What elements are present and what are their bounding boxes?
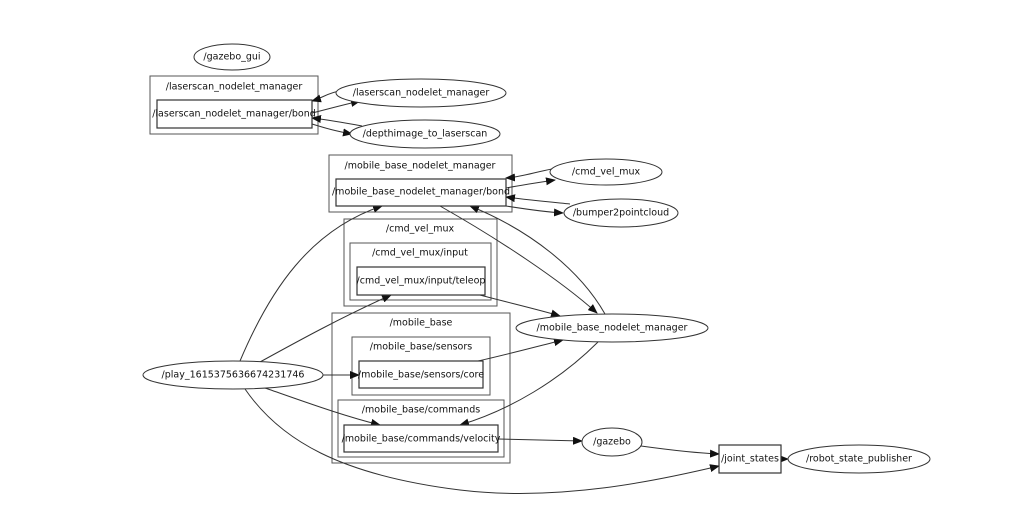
edge <box>439 205 598 314</box>
cluster-mobile-base-commands: /mobile_base/commands <box>337 399 505 458</box>
cluster-label: /laserscan_nodelet_manager <box>166 82 303 93</box>
cluster-laserscan-nodelet-manager: /laserscan_nodelet_manager <box>149 75 319 135</box>
cluster-mobile-base: /mobile_base <box>331 312 511 464</box>
node-label: /mobile_base_nodelet_manager <box>537 323 688 334</box>
edge <box>469 205 606 315</box>
topic-label: /mobile_base_nodelet_manager/bond <box>332 187 510 198</box>
topic-teleop[interactable]: /cmd_vel_mux/input/teleop <box>356 266 486 296</box>
edge <box>505 177 556 189</box>
node-label: /gazebo_gui <box>203 52 260 63</box>
cluster-cmd-vel-mux-input: /cmd_vel_mux/input <box>349 242 492 301</box>
cluster-mobile-base-sensors: /mobile_base/sensors <box>351 336 491 396</box>
edge <box>459 341 599 427</box>
edge <box>311 123 353 137</box>
node-mobile-base-nodelet-manager[interactable]: /mobile_base_nodelet_manager <box>515 313 709 343</box>
cluster-cmd-vel-mux: /cmd_vel_mux <box>343 218 498 307</box>
cluster-label: /mobile_base/commands <box>362 405 480 416</box>
edge <box>244 388 720 494</box>
cluster-label: /mobile_base/sensors <box>370 342 473 353</box>
topic-label: /mobile_base/commands/velocity <box>342 434 501 445</box>
topic-commands-velocity[interactable]: /mobile_base/commands/velocity <box>342 424 501 453</box>
node-label: /cmd_vel_mux <box>572 167 641 178</box>
edge <box>477 338 564 362</box>
cluster-label: /mobile_base <box>390 318 453 329</box>
node-gazebo[interactable]: /gazebo <box>581 427 643 457</box>
node-cmd-vel-mux[interactable]: /cmd_vel_mux <box>549 158 663 186</box>
topic-label: /mobile_base/sensors/core <box>358 370 484 381</box>
node-laserscan-nodelet-manager[interactable]: /laserscan_nodelet_manager <box>335 78 507 108</box>
node-label: /laserscan_nodelet_manager <box>353 88 490 99</box>
edge <box>505 168 553 182</box>
topic-label: /cmd_vel_mux/input/teleop <box>357 276 486 287</box>
topic-label: /joint_states <box>721 454 779 465</box>
cluster-label: /cmd_vel_mux/input <box>372 248 468 259</box>
cluster-mobile-base-nodelet-manager: /mobile_base_nodelet_manager <box>328 154 513 213</box>
node-label: /play_1615375636674231746 <box>162 370 305 381</box>
node-gazebo-gui[interactable]: /gazebo_gui <box>193 43 271 71</box>
edge <box>505 205 564 217</box>
node-label: /depthimage_to_laserscan <box>363 129 488 140</box>
node-bumper2pointcloud[interactable]: /bumper2pointcloud <box>563 198 679 228</box>
topic-joint-states[interactable]: /joint_states <box>718 444 782 474</box>
edge <box>497 436 583 445</box>
cluster-label: /mobile_base_nodelet_manager <box>345 161 496 172</box>
edge <box>311 115 363 127</box>
node-play[interactable]: /play_1615375636674231746 <box>142 360 324 390</box>
node-label: /gazebo <box>593 437 631 448</box>
edge <box>264 387 381 427</box>
topic-mbnm-bond[interactable]: /mobile_base_nodelet_manager/bond <box>332 178 510 207</box>
edge <box>239 205 383 362</box>
node-robot-state-publisher[interactable]: /robot_state_publisher <box>787 444 931 474</box>
edges <box>239 90 789 494</box>
topic-laserscan-bond[interactable]: /laserscan_nodelet_manager/bond <box>152 99 316 129</box>
topic-sensors-core[interactable]: /mobile_base/sensors/core <box>358 360 484 389</box>
cluster-label: /cmd_vel_mux <box>386 224 455 235</box>
edge <box>505 194 571 205</box>
node-label: /robot_state_publisher <box>806 454 912 465</box>
topic-label: /laserscan_nodelet_manager/bond <box>152 109 316 120</box>
node-label: /bumper2pointcloud <box>573 208 669 219</box>
edge <box>640 445 720 458</box>
edge <box>311 99 361 114</box>
edge <box>479 294 561 318</box>
edge <box>259 294 392 363</box>
node-depthimage-to-laserscan[interactable]: /depthimage_to_laserscan <box>349 119 501 149</box>
